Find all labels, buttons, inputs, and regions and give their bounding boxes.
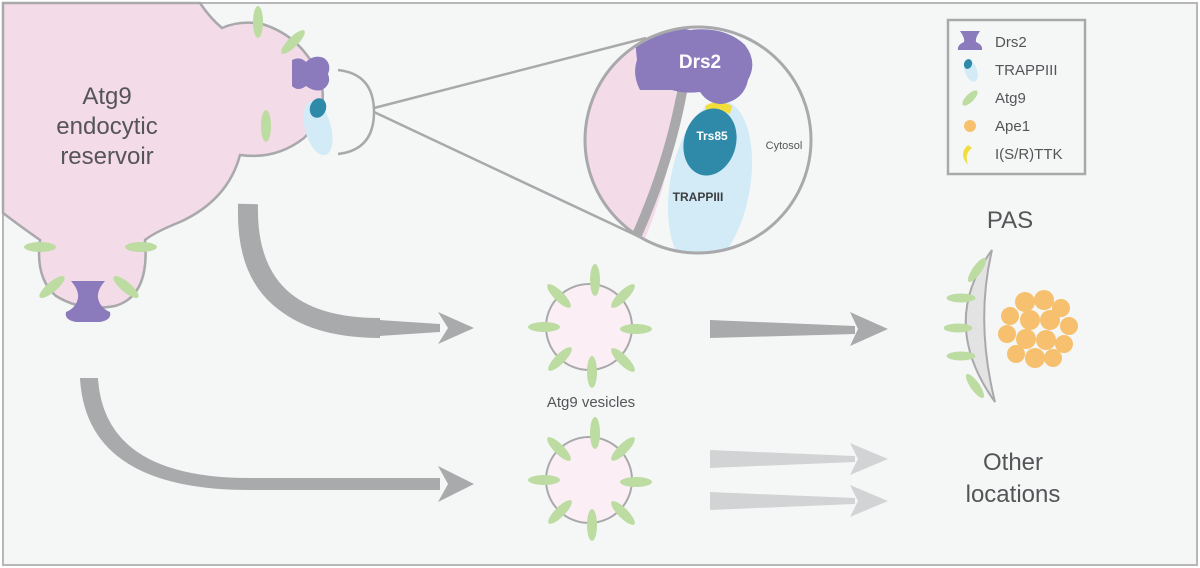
inset-trappiii-label: TRAPPIII bbox=[673, 190, 724, 204]
curved-arrow-lower bbox=[80, 378, 474, 502]
arrow-to-other-1 bbox=[710, 443, 888, 475]
legend-label-trappiii: TRAPPIII bbox=[995, 62, 1058, 79]
reservoir-drs2-right bbox=[292, 56, 330, 91]
reservoir-label-line2: endocytic bbox=[56, 113, 157, 140]
inset-cytosol-label: Cytosol bbox=[766, 140, 803, 152]
drs2-icon bbox=[957, 31, 983, 50]
inset-trs85-label: Trs85 bbox=[696, 129, 728, 143]
curved-arrow-upper bbox=[237, 203, 474, 344]
legend-label-ape1: Ape1 bbox=[995, 118, 1030, 135]
legend-label-drs2: Drs2 bbox=[995, 34, 1027, 51]
legend-label-isrttk: I(S/R)TTK bbox=[995, 146, 1063, 163]
atg9-vesicle-lower bbox=[528, 417, 652, 541]
reservoir-label-line1: Atg9 bbox=[82, 83, 131, 110]
ape1-icon bbox=[964, 120, 976, 132]
pas-label: PAS bbox=[987, 207, 1033, 234]
other-locations-line1: Other bbox=[983, 449, 1043, 476]
legend-item-drs2: Drs2 bbox=[957, 31, 1027, 51]
legend-item-trappiii: TRAPPIII bbox=[963, 59, 1058, 82]
atg9-vesicles-label: Atg9 vesicles bbox=[547, 394, 635, 411]
arrow-to-pas bbox=[710, 312, 888, 346]
ape1-cluster bbox=[998, 290, 1078, 368]
legend: Drs2 TRAPPIII Atg9 Ape1 I(S/R)TTK bbox=[946, 18, 1087, 176]
legend-label-atg9: Atg9 bbox=[995, 90, 1026, 107]
reservoir-label-line3: reservoir bbox=[60, 143, 153, 170]
reservoir-drs2-bottom bbox=[65, 281, 111, 322]
other-locations-line2: locations bbox=[966, 481, 1061, 508]
atg9-vesicle-upper bbox=[528, 264, 652, 388]
atg9-icon bbox=[962, 90, 978, 106]
inset-drs2-label: Drs2 bbox=[679, 52, 721, 73]
pas-structure bbox=[943, 249, 996, 403]
legend-item-isrttk: I(S/R)TTK bbox=[963, 145, 1063, 165]
isrttk-icon bbox=[963, 145, 972, 165]
trappiii-icon bbox=[963, 59, 978, 82]
zoom-indicator bbox=[337, 36, 647, 242]
reservoir-trappiii bbox=[303, 98, 333, 156]
arrow-to-other-2 bbox=[710, 485, 888, 517]
atg9-endocytic-reservoir: Atg9 endocytic reservoir bbox=[1, 1, 333, 322]
legend-item-atg9: Atg9 bbox=[962, 90, 1026, 107]
legend-item-ape1: Ape1 bbox=[964, 118, 1030, 135]
